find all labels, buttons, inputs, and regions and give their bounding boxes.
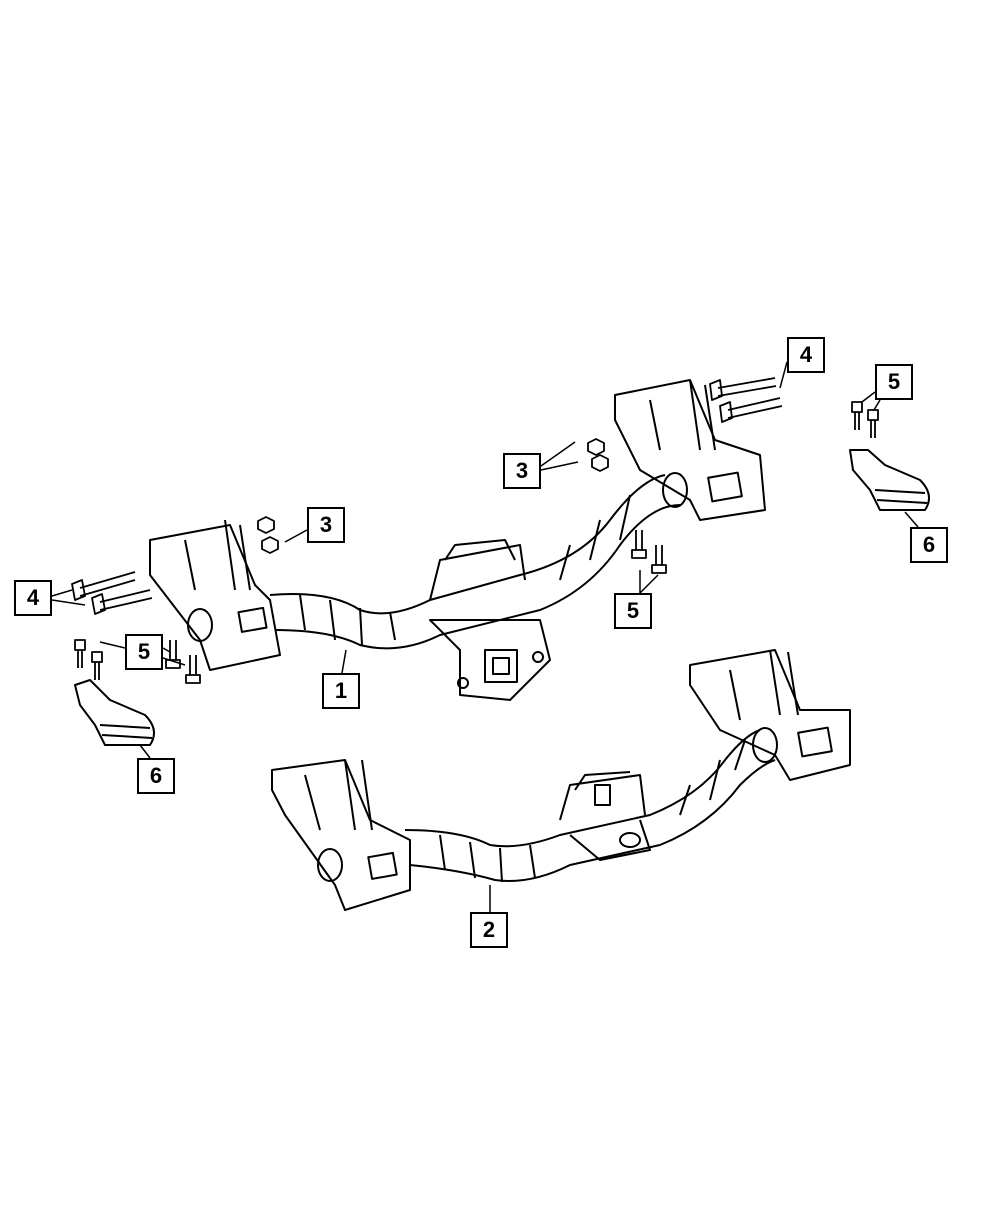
callout-6-left[interactable]: 6 <box>137 758 175 794</box>
callout-2[interactable]: 2 <box>470 912 508 948</box>
hitch-2-drawing <box>271 649 851 911</box>
fasteners-drawing <box>71 377 879 684</box>
callout-5-left[interactable]: 5 <box>125 634 163 670</box>
callout-5-right[interactable]: 5 <box>875 364 913 400</box>
callout-3-left[interactable]: 3 <box>307 507 345 543</box>
hitch-1-drawing <box>149 379 766 701</box>
callout-6-right[interactable]: 6 <box>910 527 948 563</box>
callout-4-right[interactable]: 4 <box>787 337 825 373</box>
leader-lines <box>51 361 919 912</box>
callout-4-left[interactable]: 4 <box>14 580 52 616</box>
callout-1[interactable]: 1 <box>322 673 360 709</box>
callout-3-right[interactable]: 3 <box>503 453 541 489</box>
tow-hooks-drawing <box>74 449 930 746</box>
callout-5-middle[interactable]: 5 <box>614 593 652 629</box>
